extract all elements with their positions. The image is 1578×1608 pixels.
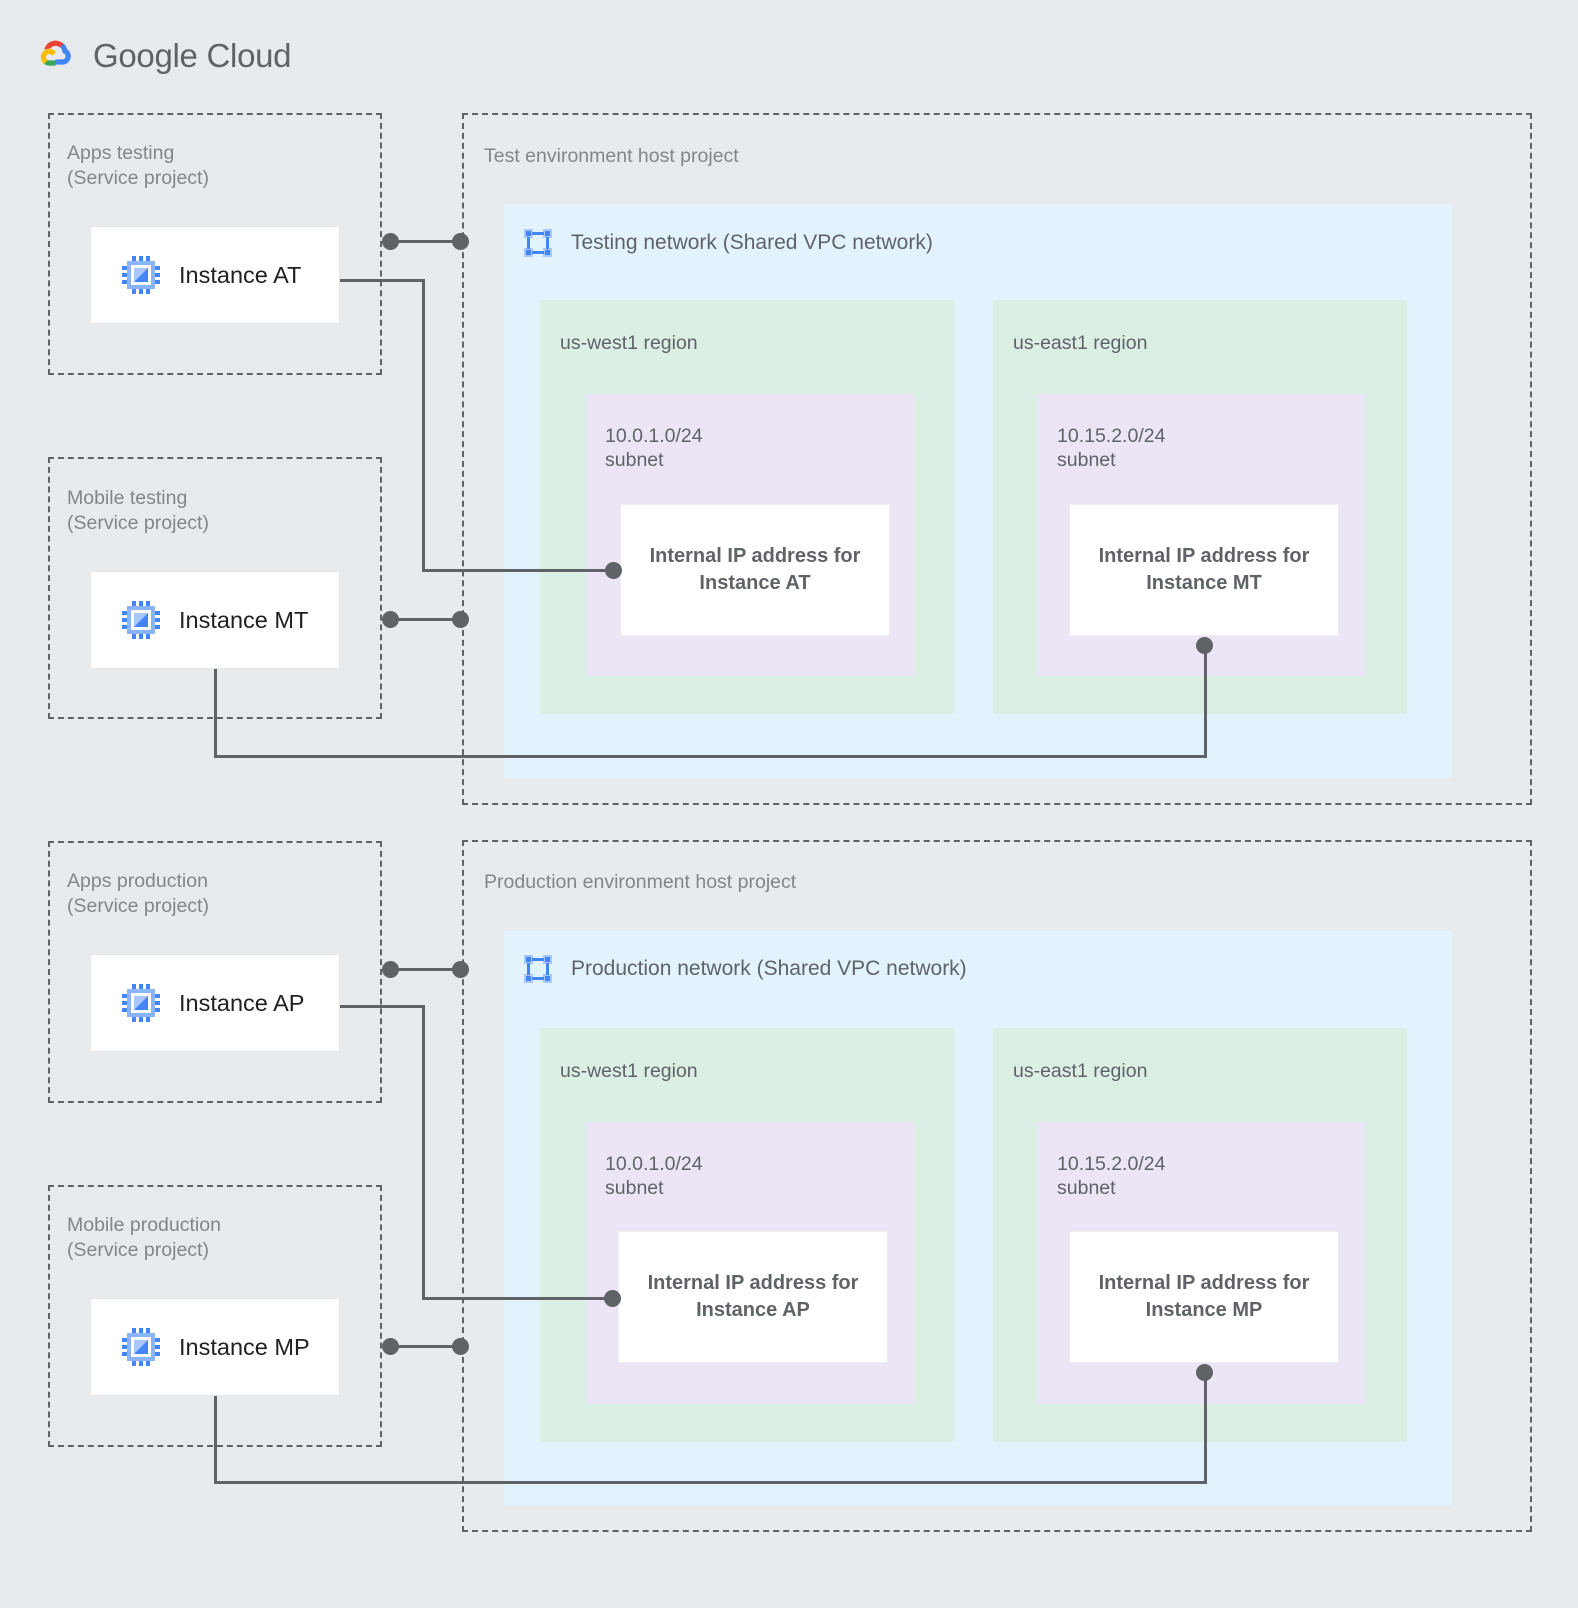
internal-ip-card-ap: Internal IP address for Instance AP	[618, 1231, 888, 1363]
connector-ap-seg3	[422, 1297, 615, 1300]
service-project-apps-production-label: Apps production (Service project)	[67, 870, 209, 917]
connector-at-seg1	[340, 279, 425, 282]
host-project-test	[462, 113, 1532, 805]
brand-name: Google Cloud	[93, 37, 292, 75]
internal-ip-card-ap-text: Internal IP address for Instance AP	[647, 1272, 859, 1321]
connector-ap-boundary	[390, 968, 462, 971]
connector-mp-seg2	[214, 1481, 1207, 1484]
internal-ip-card-mt: Internal IP address for Instance MT	[1069, 504, 1339, 636]
google-cloud-logo: Google Cloud	[33, 33, 292, 79]
subnet-label-test-us-west1: 10.0.1.0/24 subnet	[605, 425, 703, 471]
vpc-network-testing-header: Testing network (Shared VPC network)	[521, 226, 933, 260]
compute-instance-icon	[121, 255, 161, 295]
connector-dot-mt-left	[382, 611, 399, 628]
connector-dot-at-right	[452, 233, 469, 250]
internal-ip-card-at-text: Internal IP address for Instance AT	[649, 545, 861, 594]
subnet-label-test-us-east1: 10.15.2.0/24 subnet	[1057, 425, 1166, 471]
region-label-test-us-east1: us-east1 region	[1013, 332, 1148, 354]
connector-dot-mt-ip	[1196, 637, 1213, 654]
subnet-label-production-us-east1: 10.15.2.0/24 subnet	[1057, 1153, 1166, 1199]
compute-instance-icon	[121, 600, 161, 640]
connector-mt-boundary	[390, 618, 462, 621]
service-project-apps-testing-label: Apps testing (Service project)	[67, 142, 209, 189]
instance-card-mp-label: Instance MP	[179, 1333, 310, 1360]
instance-card-ap[interactable]: Instance AP	[90, 954, 340, 1052]
connector-dot-ap-ip	[604, 1290, 621, 1307]
host-project-test-label: Test environment host project	[484, 145, 739, 167]
compute-instance-icon	[121, 983, 161, 1023]
connector-dot-mp-right	[452, 1338, 469, 1355]
connector-dot-at-left	[382, 233, 399, 250]
region-label-production-us-west1: us-west1 region	[560, 1060, 698, 1082]
compute-instance-icon	[121, 1327, 161, 1367]
connector-dot-ap-left	[382, 961, 399, 978]
vpc-network-production-header: Production network (Shared VPC network)	[521, 952, 967, 986]
region-label-production-us-east1: us-east1 region	[1013, 1060, 1148, 1082]
instance-card-mt-label: Instance MT	[179, 606, 309, 633]
service-project-apps-production	[48, 841, 382, 1103]
connector-ap-seg2	[422, 1005, 425, 1299]
connector-mp-boundary	[390, 1345, 462, 1348]
connector-dot-mt-right	[452, 611, 469, 628]
brand-cloud: Cloud	[206, 37, 292, 74]
connector-mt-seg1	[214, 669, 217, 757]
internal-ip-card-mp: Internal IP address for Instance MP	[1069, 1231, 1339, 1363]
region-label-test-us-west1: us-west1 region	[560, 332, 698, 354]
connector-mt-seg3	[1204, 644, 1207, 757]
connector-at-boundary	[390, 240, 462, 243]
host-project-production-label: Production environment host project	[484, 871, 797, 893]
internal-ip-card-mt-text: Internal IP address for Instance MT	[1098, 545, 1310, 594]
subnet-label-production-us-west1: 10.0.1.0/24 subnet	[605, 1153, 703, 1199]
instance-card-at[interactable]: Instance AT	[90, 226, 340, 324]
connector-mt-seg2	[214, 755, 1207, 758]
vpc-network-icon	[521, 952, 555, 986]
instance-card-mt[interactable]: Instance MT	[90, 571, 340, 669]
connector-at-seg3	[422, 569, 617, 572]
connector-ap-seg1	[340, 1005, 425, 1008]
instance-card-at-label: Instance AT	[179, 261, 302, 288]
google-cloud-logo-icon	[33, 33, 79, 79]
vpc-network-testing-title: Testing network (Shared VPC network)	[571, 231, 933, 254]
connector-dot-mp-left	[382, 1338, 399, 1355]
instance-card-ap-label: Instance AP	[179, 989, 305, 1016]
connector-dot-mp-ip	[1196, 1364, 1213, 1381]
connector-dot-at-ip	[605, 562, 622, 579]
connector-mp-seg3	[1204, 1371, 1207, 1484]
instance-card-mp[interactable]: Instance MP	[90, 1298, 340, 1396]
internal-ip-card-mp-text: Internal IP address for Instance MP	[1098, 1272, 1310, 1321]
connector-mp-seg1	[214, 1396, 217, 1484]
host-project-production	[462, 840, 1532, 1532]
connector-at-seg2	[422, 279, 425, 571]
brand-google: Google	[93, 37, 198, 74]
connector-dot-ap-right	[452, 961, 469, 978]
service-project-mobile-production-label: Mobile production (Service project)	[67, 1214, 221, 1261]
vpc-network-icon	[521, 226, 555, 260]
service-project-mobile-testing-label: Mobile testing (Service project)	[67, 487, 209, 534]
vpc-network-production-title: Production network (Shared VPC network)	[571, 957, 967, 980]
service-project-apps-testing	[48, 113, 382, 375]
internal-ip-card-at: Internal IP address for Instance AT	[620, 504, 890, 636]
